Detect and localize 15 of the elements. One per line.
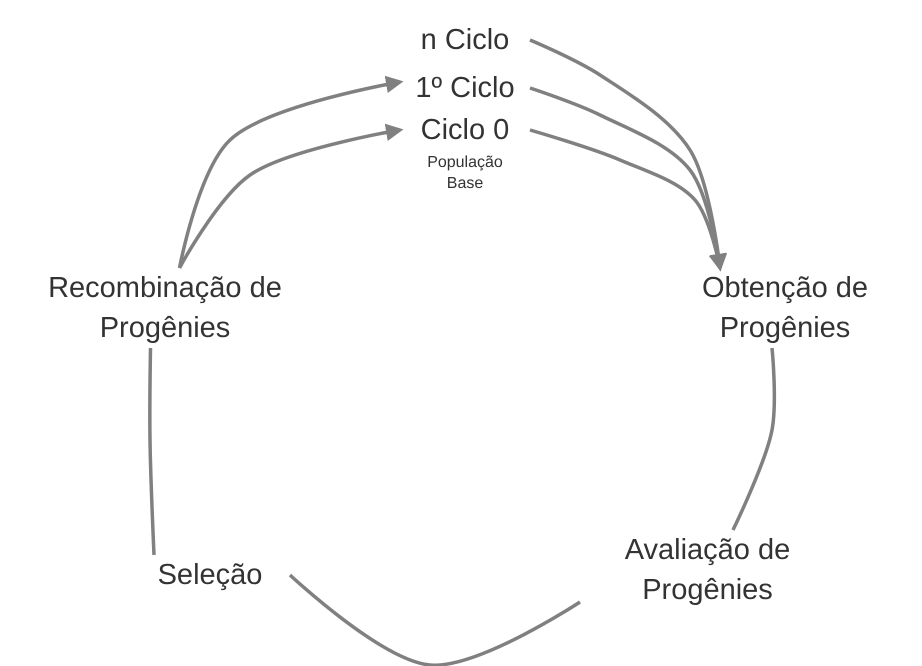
cycle-label: Ciclo 0: [420, 113, 510, 148]
arrow: [178, 124, 404, 269]
arrow: [529, 38, 728, 272]
stage-note: População Base: [426, 153, 504, 194]
cycle-line: [288, 574, 581, 666]
cycle-line: [731, 348, 776, 531]
arrow: [530, 128, 726, 272]
stage-label: Seleção: [156, 558, 264, 593]
cycle-label: n Ciclo: [420, 23, 510, 58]
cycle-label: 1º Ciclo: [414, 71, 516, 106]
stage-label: Obtenção de Progênies: [700, 271, 870, 346]
stage-label: Avaliação de Progênies: [624, 533, 792, 608]
stage-label: Recombinação de Progênies: [47, 271, 283, 346]
cycle-line: [148, 348, 156, 556]
arrow: [178, 76, 404, 268]
